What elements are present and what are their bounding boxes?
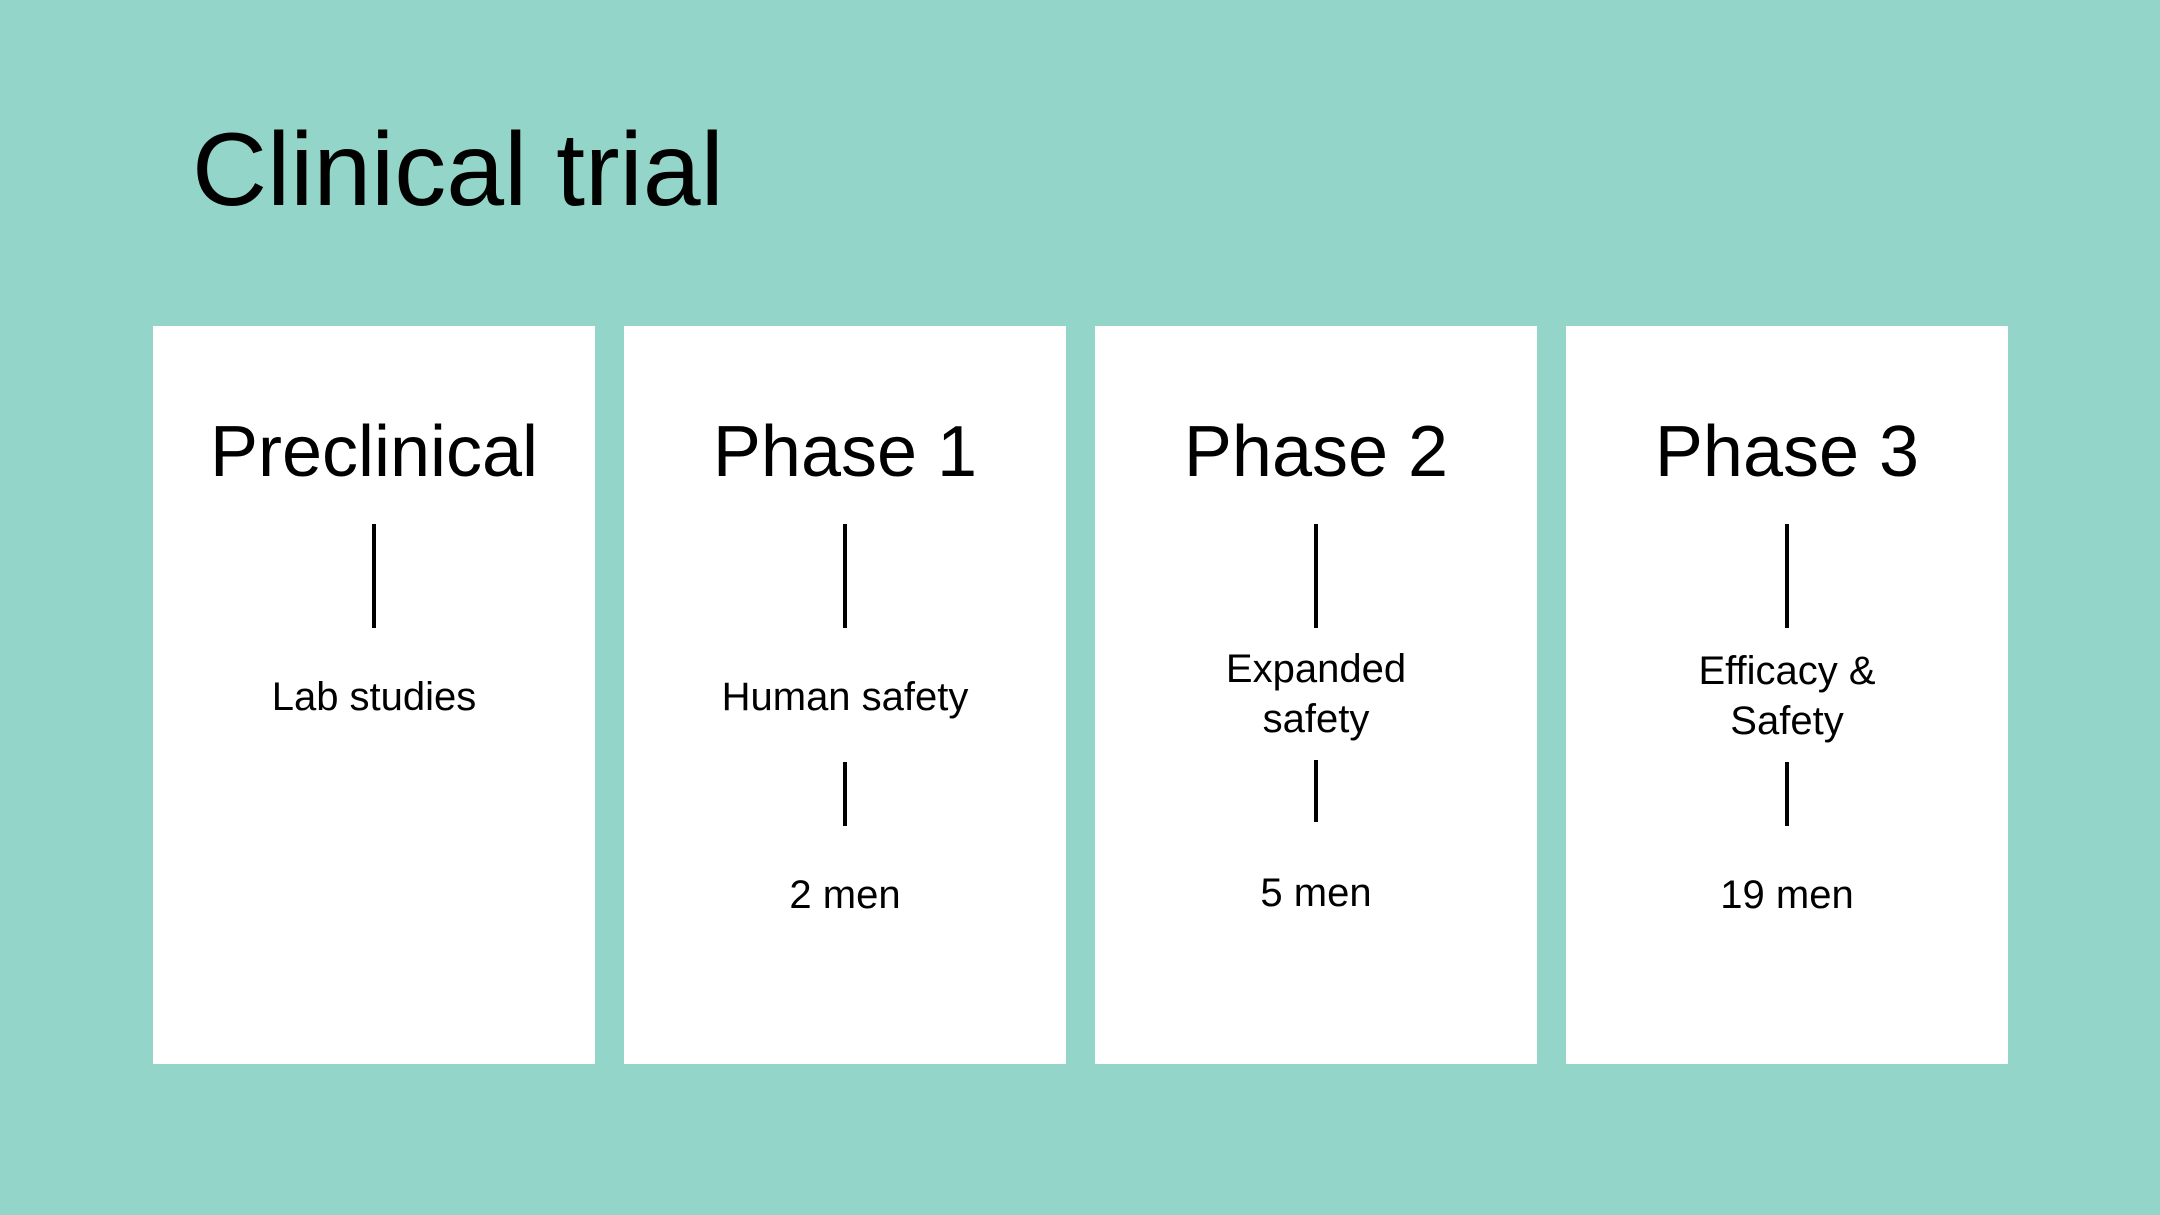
connector-line [1314, 524, 1318, 628]
connector-line [1785, 762, 1789, 826]
stage-heading: Phase 2 [1183, 412, 1449, 492]
stage-card-phase-2: Phase 2 Expanded safety 5 men [1095, 326, 1537, 1064]
slide-title: Clinical trial [192, 112, 724, 228]
stage-description: Human safety [721, 675, 969, 719]
stage-card-phase-1: Phase 1 Human safety 2 men [624, 326, 1066, 1064]
stage-heading: Phase 1 [712, 412, 978, 492]
stage-description: Expanded safety [1225, 647, 1407, 741]
stage-description: Lab studies [271, 675, 477, 719]
stage-heading: Phase 3 [1654, 412, 1920, 492]
participant-count: 19 men [1720, 873, 1854, 917]
participant-count: 5 men [1260, 871, 1372, 915]
connector-line [1314, 760, 1318, 822]
connector-line [372, 524, 376, 628]
stage-description: Efficacy & Safety [1698, 649, 1876, 743]
participant-count: 2 men [789, 873, 901, 917]
connector-line [843, 762, 847, 826]
stage-card-phase-3: Phase 3 Efficacy & Safety 19 men [1566, 326, 2008, 1064]
stage-heading: Preclinical [209, 412, 539, 492]
stage-card-preclinical: Preclinical Lab studies [153, 326, 595, 1064]
connector-line [1785, 524, 1789, 628]
connector-line [843, 524, 847, 628]
